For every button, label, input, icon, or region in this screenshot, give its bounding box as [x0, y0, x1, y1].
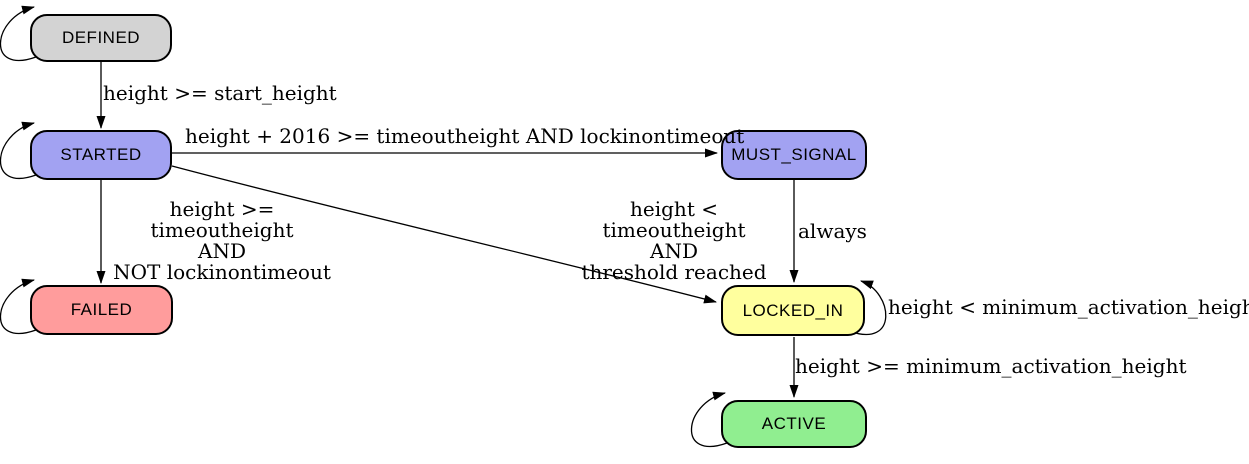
edge-label-started-to-must-signal: height + 2016 >= timeoutheight AND locki… [185, 124, 745, 148]
edge-self-loop-locked-in [848, 280, 887, 336]
state-label-defined: DEFINED [61, 28, 141, 47]
state-node-failed: FAILED [30, 285, 173, 335]
edge-label-line: AND [198, 239, 246, 263]
state-label-must-signal: MUST_SIGNAL [731, 145, 857, 164]
edge-self-loop-active [690, 391, 728, 448]
edge-label-line: height >= timeoutheight [150, 197, 294, 242]
edge-label-line: threshold reached [581, 260, 767, 284]
edge-label-locked-in-to-active: height >= minimum_activation_height [795, 354, 1187, 378]
state-node-active: ACTIVE [721, 400, 867, 448]
edge-self-loop-defined [0, 5, 37, 62]
edge-label-line: AND [650, 239, 698, 263]
edge-started-to-locked-in [171, 165, 717, 304]
state-node-locked-in: LOCKED_IN [721, 285, 865, 336]
state-label-active: ACTIVE [761, 414, 827, 433]
state-label-locked-in: LOCKED_IN [742, 300, 844, 320]
edge-label-line: NOT lockinontimeout [113, 260, 331, 284]
state-label-failed: FAILED [70, 300, 133, 319]
edge-self-loop-failed [0, 278, 37, 335]
state-label-started: STARTED [60, 145, 142, 164]
state-node-must-signal: MUST_SIGNAL [721, 130, 867, 180]
state-node-started: STARTED [30, 130, 172, 180]
edge-label-must-signal-to-locked-in: always [798, 219, 867, 243]
edge-label-started-to-failed: height >= timeoutheight AND NOT lockinon… [98, 199, 346, 283]
edge-label-started-to-locked-in: height < timeoutheight AND threshold rea… [558, 199, 790, 283]
state-node-defined: DEFINED [30, 14, 172, 62]
edge-label-line: height < timeoutheight [602, 197, 746, 242]
edge-label-defined-to-started: height >= start_height [103, 81, 337, 105]
edge-label-locked-in-self-loop: height < minimum_activation_height [888, 295, 1249, 319]
edge-self-loop-started [0, 121, 37, 179]
